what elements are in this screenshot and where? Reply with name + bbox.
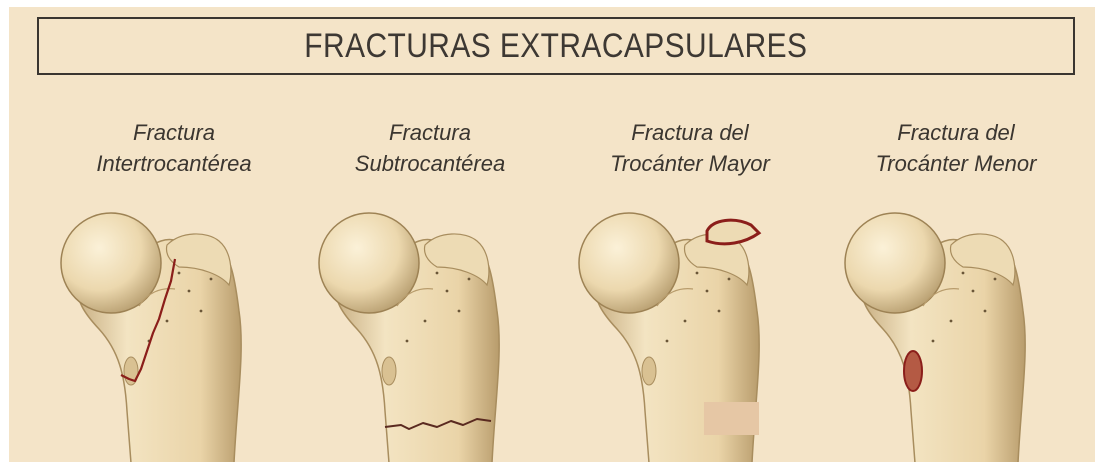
detached-fragment <box>707 220 759 244</box>
panel-label: Fractura del Trocánter Menor <box>831 117 1081 179</box>
figure-frame: FRACTURAS EXTRACAPSULARES Fractura Inter… <box>9 7 1095 462</box>
figure-title: FRACTURAS EXTRACAPSULARES <box>304 27 807 66</box>
redaction-patch <box>704 402 759 435</box>
panel-label-line2: Subtrocantérea <box>305 148 555 179</box>
panel-label-line1: Fractura del <box>565 117 815 148</box>
panel-label-line2: Trocánter Mayor <box>565 148 815 179</box>
femur-illustration <box>565 201 815 462</box>
panel-label-line2: Trocánter Menor <box>831 148 1081 179</box>
panel-subtrochanteric: Fractura Subtrocantérea <box>305 117 555 462</box>
panel-intertrochanteric: Fractura Intertrocantérea <box>49 117 299 462</box>
panel-label: Fractura Intertrocantérea <box>49 117 299 179</box>
femur-illustration <box>49 201 299 462</box>
panel-lesser-trochanter: Fractura del Trocánter Menor <box>831 117 1081 462</box>
femur-illustration <box>831 201 1081 462</box>
title-box: FRACTURAS EXTRACAPSULARES <box>37 17 1075 75</box>
panel-label-line1: Fractura del <box>831 117 1081 148</box>
panel-label-line1: Fractura <box>305 117 555 148</box>
panel-greater-trochanter: Fractura del Trocánter Mayor <box>565 117 815 462</box>
detached-fragment <box>904 351 922 391</box>
panel-label: Fractura Subtrocantérea <box>305 117 555 179</box>
panel-label-line1: Fractura <box>49 117 299 148</box>
femur-illustration <box>305 201 555 462</box>
panel-label-line2: Intertrocantérea <box>49 148 299 179</box>
panel-label: Fractura del Trocánter Mayor <box>565 117 815 179</box>
